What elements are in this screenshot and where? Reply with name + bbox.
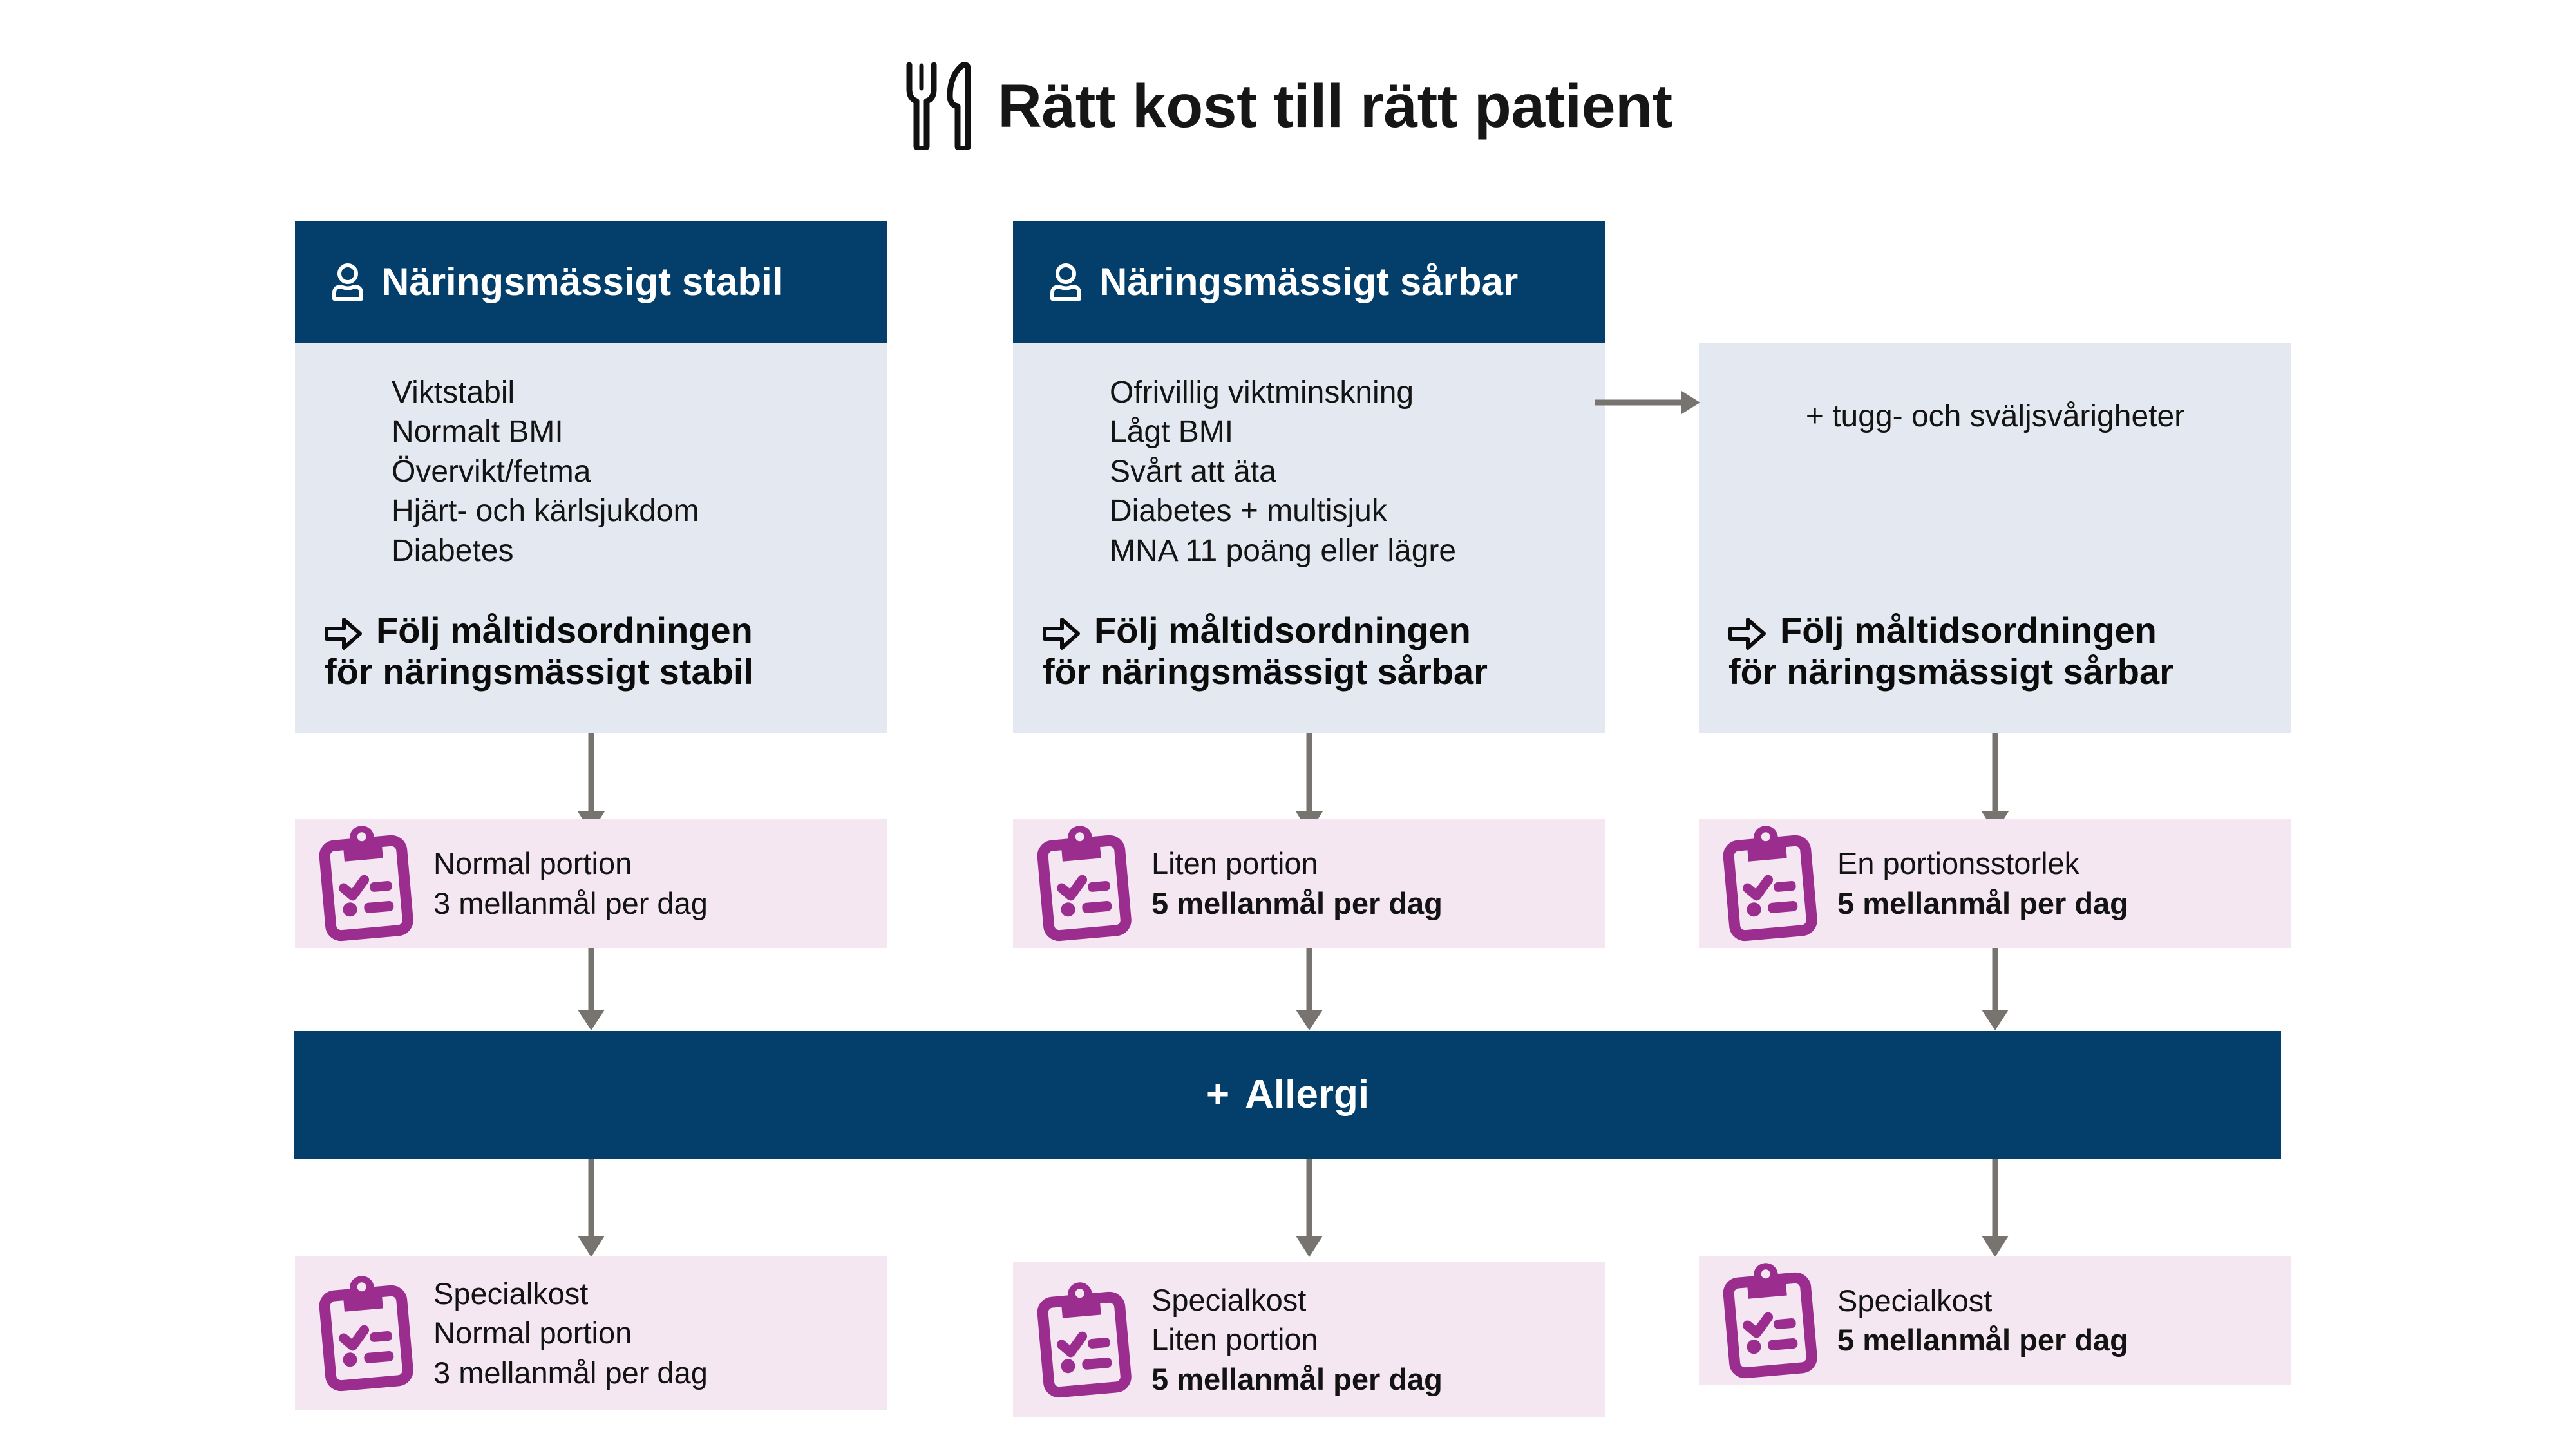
column-1-portion-text: Normal portion 3 mellanmål per dag [433,844,708,922]
special-line: Liten portion [1151,1322,1318,1357]
criteria-item: Ofrivillig viktminskning [1110,375,1414,410]
portion-line: Liten portion [1151,846,1318,881]
column-2-header: Näringsmässigt sårbar [1013,221,1605,343]
column-2-body: Ofrivillig viktminskning Lågt BMI Svårt … [1013,343,1605,733]
cutlery-icon [906,62,971,150]
connector-allergy-to-col2-special [1267,1159,1351,1262]
column-1-follow: Följ måltidsordningen för näringsmässigt… [295,610,887,692]
column-3-special-box: Specialkost 5 mellanmål per dag [1699,1256,2291,1385]
portion-line: 3 mellanmål per dag [433,886,708,920]
criteria-item: MNA 11 poäng eller lägre [1110,533,1457,568]
person-icon [332,263,363,301]
clipboard-checklist-icon [1037,1282,1132,1397]
portion-line: 5 mellanmål per dag [1151,886,1443,920]
arrow-right-block-icon [1728,618,1766,650]
portion-line: 5 mellanmål per dag [1837,886,2128,920]
special-line: 3 mellanmål per dag [433,1355,708,1390]
column-3-portion-text: En portionsstorlek 5 mellanmål per dag [1837,844,2128,922]
clipboard-checklist-icon [1037,826,1132,942]
connector-col3-portion-to-allergy [1953,948,2037,1033]
column-2-follow-line2: för näringsmässigt sårbar [1043,651,1488,692]
column-1-special-box: Specialkost Normal portion 3 mellanmål p… [295,1256,887,1410]
column-1-follow-line1: Följ måltidsordningen [376,610,753,650]
column-2-portion-box: Liten portion 5 mellanmål per dag [1013,819,1605,948]
column-2-header-label: Näringsmässigt sårbar [1099,260,1519,303]
criteria-item: Övervikt/fetma [392,454,591,489]
criteria-item: Hjärt- och kärlsjukdom [392,494,699,529]
page-title-text: Rätt kost till rätt patient [998,71,1672,140]
column-2-follow: Följ måltidsordningen för näringsmässigt… [1013,610,1605,692]
column-3-follow-line1: Följ måltidsordningen [1780,610,2157,650]
criteria-item: Diabetes + multisjuk [1110,494,1387,529]
column-2-special-text: Specialkost Liten portion 5 mellanmål pe… [1151,1280,1443,1398]
column-1-header-label: Näringsmässigt stabil [381,260,783,303]
column-1-body: Viktstabil Normalt BMI Övervikt/fetma Hj… [295,343,887,733]
portion-line: En portionsstorlek [1837,846,2080,881]
column-1-portion-box: Normal portion 3 mellanmål per dag [295,819,887,948]
plus-icon: + [1206,1072,1230,1117]
column-3-body: + tugg- och sväljsvårigheter Följ måltid… [1699,343,2291,733]
column-1-special-text: Specialkost Normal portion 3 mellanmål p… [433,1274,708,1392]
criteria-item: Normalt BMI [392,415,564,450]
clipboard-checklist-icon [1723,826,1817,942]
column-2-criteria: Ofrivillig viktminskning Lågt BMI Svårt … [1013,343,1605,571]
connector-col1-portion-to-allergy [549,948,633,1033]
special-line: Specialkost [1151,1283,1307,1318]
clipboard-checklist-icon [1723,1262,1817,1378]
special-line: Specialkost [433,1276,589,1311]
page-title: Rätt kost till rätt patient [0,58,2576,155]
column-2-special-box: Specialkost Liten portion 5 mellanmål pe… [1013,1262,1605,1417]
column-2-portion-text: Liten portion 5 mellanmål per dag [1151,844,1443,922]
column-3-follow-line2: för näringsmässigt sårbar [1728,651,2174,692]
connector-allergy-to-col3-special [1953,1159,2037,1262]
special-line: 5 mellanmål per dag [1837,1323,2128,1357]
person-icon [1050,263,1081,301]
connector-col2-portion-to-allergy [1267,948,1351,1033]
special-line: Normal portion [433,1316,632,1350]
column-1-header: Näringsmässigt stabil [295,221,887,343]
special-line: 5 mellanmål per dag [1151,1361,1443,1396]
column-1-criteria: Viktstabil Normalt BMI Övervikt/fetma Hj… [295,343,887,571]
arrow-right-block-icon [325,618,362,650]
column-3-follow: Följ måltidsordningen för näringsmässigt… [1699,610,2291,692]
column-3-special-text: Specialkost 5 mellanmål per dag [1837,1281,2128,1359]
clipboard-checklist-icon [319,1275,413,1391]
special-line: Specialkost [1837,1283,1993,1318]
criteria-item: Lågt BMI [1110,415,1234,450]
column-3-note: + tugg- och sväljsvårigheter [1805,399,2185,433]
allergy-bar: + Allergi [294,1031,2281,1159]
connector-col2-to-col3 [1595,386,1705,419]
portion-line: Normal portion [433,846,632,881]
clipboard-checklist-icon [319,826,413,942]
column-2-follow-line1: Följ måltidsordningen [1094,610,1471,650]
criteria-item: Diabetes [392,533,514,568]
column-3-portion-box: En portionsstorlek 5 mellanmål per dag [1699,819,2291,948]
criteria-item: Svårt att äta [1110,454,1276,489]
allergy-bar-label: Allergi [1245,1072,1370,1117]
column-1-follow-line2: för näringsmässigt stabil [325,651,753,692]
connector-allergy-to-col1-special [549,1159,633,1262]
criteria-item: Viktstabil [392,375,515,410]
arrow-right-block-icon [1043,618,1080,650]
